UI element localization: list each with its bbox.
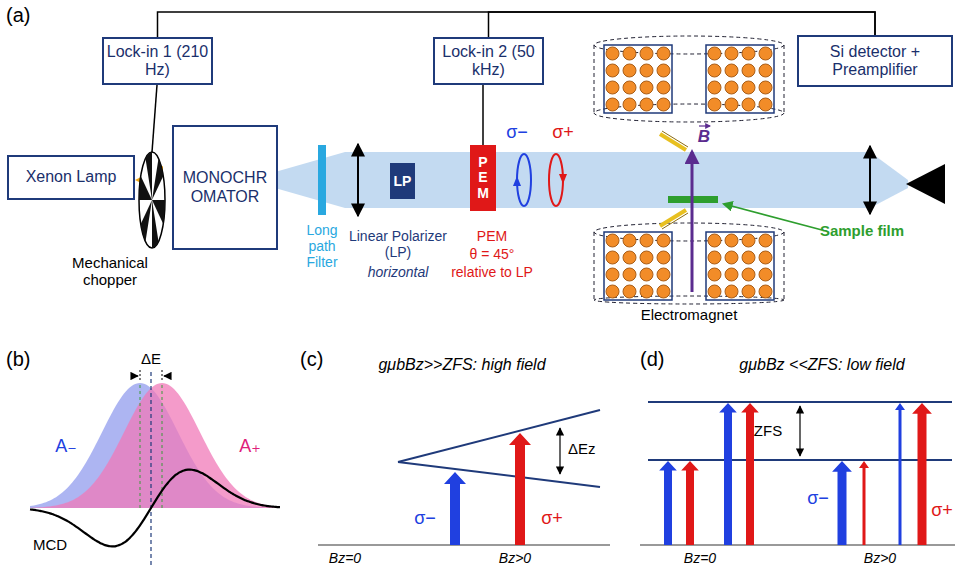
- signal-wire: [482, 85, 484, 145]
- electromagnet-coil: [594, 36, 784, 122]
- annotation-label: Bz=0: [329, 550, 361, 566]
- node-text: Si detector + Preamplifier: [799, 43, 951, 80]
- zfs-diagram: [640, 402, 955, 545]
- annotation-label: MCD: [33, 536, 67, 553]
- node-text: Lock-in 1 (210 Hz): [104, 43, 211, 80]
- zeeman-diagram: [318, 410, 610, 545]
- electromagnet-coil: [594, 223, 784, 304]
- annotation-label: horizontal: [368, 264, 429, 280]
- annotation-label: σ+: [552, 122, 574, 143]
- annotation-label: Electromagnet: [641, 306, 738, 323]
- mirror: [660, 134, 686, 150]
- mirror: [660, 210, 686, 226]
- instrument-box: Lock-in 1 (210 Hz): [102, 37, 213, 85]
- long-path-filter: [318, 145, 326, 215]
- annotation-label: (b): [6, 348, 30, 371]
- annotation-label: σ−: [807, 488, 829, 509]
- annotation-label: relative to LP: [451, 264, 533, 280]
- transition-arrows: [444, 403, 932, 545]
- lockin1-wire: [152, 85, 157, 152]
- node-text: P E M: [475, 155, 490, 201]
- node-text: MONOCHR OMATOR: [174, 169, 276, 206]
- si-detector: [906, 164, 945, 204]
- annotation-label: gμbBz <<ZFS: low field: [739, 356, 904, 374]
- signal-wire: [489, 12, 876, 37]
- node-text: Lock-in 2 (50 kHz): [435, 43, 542, 80]
- vector-mark: [699, 125, 710, 126]
- polarizer-box: LP: [390, 163, 415, 199]
- annotation-label: ZFS: [754, 422, 782, 439]
- annotation-label: PEM: [477, 228, 507, 244]
- annotation-label: σ+: [931, 500, 953, 521]
- annotation-label: Bz>0: [864, 550, 896, 566]
- annotation-label: gμbBz>>ZFS: high field: [378, 356, 545, 374]
- annotation-label: B: [698, 127, 710, 147]
- mcd-plot: [30, 370, 280, 566]
- modulator-box: P E M: [470, 145, 496, 211]
- annotation-label: Bz>0: [499, 550, 531, 566]
- lens: [869, 146, 871, 214]
- field-arrow: [691, 152, 694, 292]
- detector-box: Si detector + Preamplifier: [797, 35, 953, 87]
- annotation-label: A₊: [239, 436, 261, 457]
- annotation-label: Mechanical chopper: [60, 254, 160, 289]
- sigma-minus-ellipse: [517, 154, 531, 206]
- annotation-label: σ−: [414, 508, 436, 529]
- lamp-box: Xenon Lamp: [7, 155, 135, 200]
- light-beam: [275, 152, 908, 208]
- annotation-label: A₋: [55, 436, 77, 457]
- annotation-label: Linear Polarizer (LP): [348, 228, 448, 260]
- leader-arrow: [724, 204, 822, 230]
- sigma-minus-head: [513, 176, 521, 186]
- annotation-label: (a): [6, 4, 30, 27]
- sigma-plus-head: [559, 174, 567, 184]
- annotation-label: Sample film: [820, 222, 904, 239]
- annotation-label: Bz=0: [684, 550, 716, 566]
- annotation-label: Long path Filter: [298, 222, 346, 270]
- node-text: Xenon Lamp: [26, 168, 117, 186]
- chopper-wheel: [139, 152, 165, 248]
- monochromator-box: MONOCHR OMATOR: [172, 125, 278, 250]
- annotation-label: (c): [300, 348, 323, 371]
- annotation-label: ΔE: [141, 350, 161, 367]
- annotation-label: σ−: [506, 122, 528, 143]
- mirror: [662, 213, 688, 229]
- lens: [357, 144, 359, 216]
- instrument-box: Lock-in 2 (50 kHz): [433, 37, 544, 85]
- annotation-label: θ = 45°: [470, 246, 515, 262]
- annotation-label: (d): [640, 348, 664, 371]
- signal-wire: [158, 12, 876, 37]
- annotation-label: ΔEz: [568, 440, 596, 457]
- annotation-label: σ+: [541, 508, 563, 529]
- sigma-plus-ellipse: [549, 154, 563, 206]
- mirror: [662, 131, 688, 147]
- node-text: LP: [394, 173, 412, 189]
